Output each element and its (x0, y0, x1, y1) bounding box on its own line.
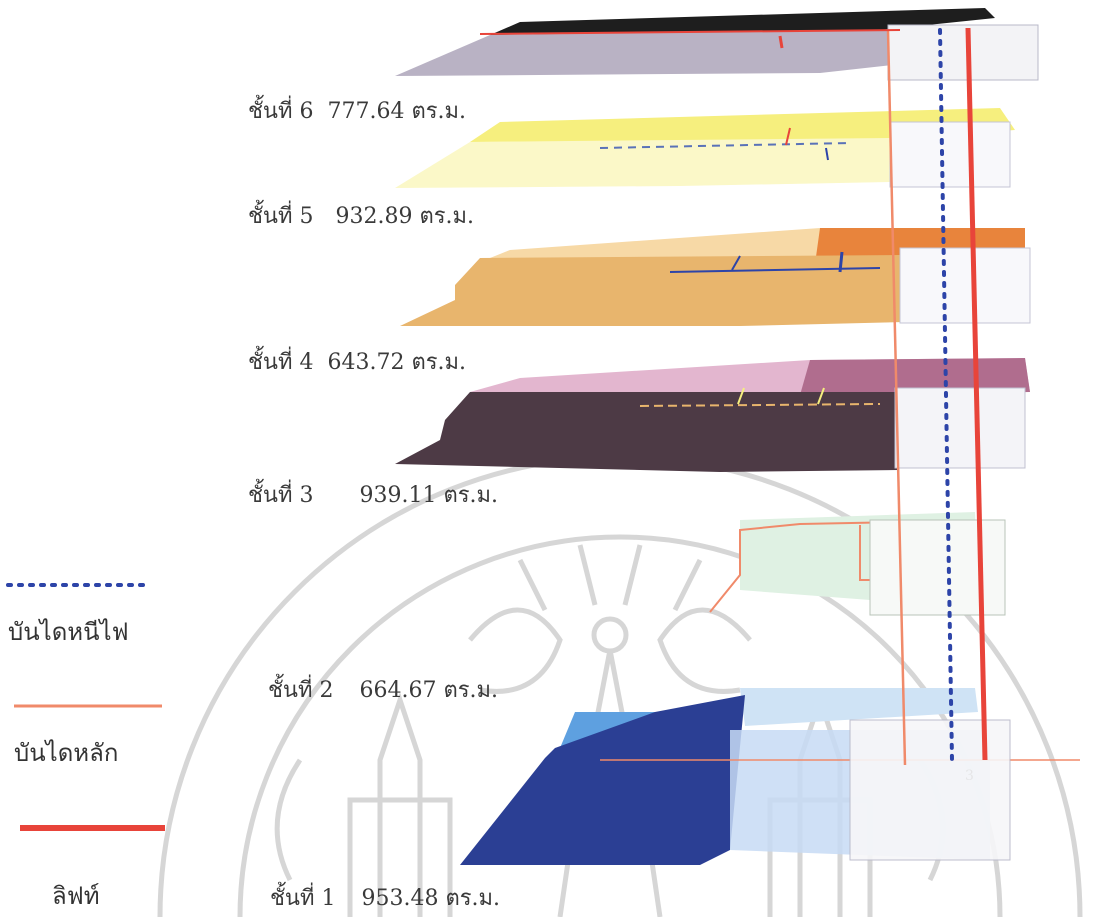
floor-2-name: ชั้นที่ 2 (268, 678, 334, 703)
floor-2-label: ชั้นที่ 2 664.67 ตร.ม. (268, 672, 498, 707)
floor-5-slab-back (470, 108, 1015, 142)
vertical-circulation (479, 27, 988, 766)
floor-5-label: ชั้นที่ 5 932.89 ตร.ม. (248, 198, 474, 233)
floor-5-name: ชั้นที่ 5 (248, 204, 314, 229)
fire-stair-legend-label: บันไดหนีไฟ (8, 618, 129, 646)
floor-5-plan (395, 108, 1015, 188)
floor-4-area: 643.72 ตร.ม. (327, 350, 467, 375)
floor-2-plan (709, 512, 1006, 616)
lift-legend-label: ลิฟท์ (52, 882, 100, 910)
floor-6-plan (395, 8, 1039, 81)
floor-3-area: 939.11 ตร.ม. (359, 483, 499, 508)
floor-2-area: 664.67 ตร.ม. (359, 678, 499, 703)
floor-3-name: ชั้นที่ 3 (248, 483, 314, 508)
floor-5-slab-front (395, 138, 892, 188)
main-stair-legend-label: บันไดหลัก (14, 739, 119, 767)
floor-4-slab-front (400, 255, 905, 326)
floor-6-slab (395, 30, 892, 76)
floor-5-area: 932.89 ตร.ม. (335, 204, 475, 229)
floor-3-label: ชั้นที่ 3 939.11 ตร.ม. (248, 477, 498, 512)
floor-1-slab-light-right (740, 688, 978, 726)
floor-3-accent (800, 358, 1030, 395)
floor-1-area: 953.48 ตร.ม. (361, 886, 501, 911)
floor-3-slab-front (395, 392, 898, 472)
fire-stair-riser (938, 28, 954, 762)
floor-4-plan (400, 228, 1031, 326)
main-stair-riser (886, 29, 907, 766)
floor-1-slab (460, 695, 745, 865)
lift-shaft (965, 27, 988, 761)
floor-4-name: ชั้นที่ 4 (248, 350, 314, 375)
floor-6-area: 777.64 ตร.ม. (327, 99, 467, 124)
floor-6-label: ชั้นที่ 6 777.64 ตร.ม. (248, 93, 466, 128)
floor-4-label: ชั้นที่ 4 643.72 ตร.ม. (248, 344, 466, 379)
floor-3-plan (395, 358, 1030, 472)
floor-1-label: ชั้นที่ 1 953.48 ตร.ม. (270, 880, 500, 915)
floor-1-name: ชั้นที่ 1 (270, 886, 336, 911)
floor-6-roof (490, 8, 995, 35)
legend-lines (6, 583, 165, 831)
floor-1-plan: 3 (460, 688, 1080, 865)
floor-6-name: ชั้นที่ 6 (248, 99, 314, 124)
